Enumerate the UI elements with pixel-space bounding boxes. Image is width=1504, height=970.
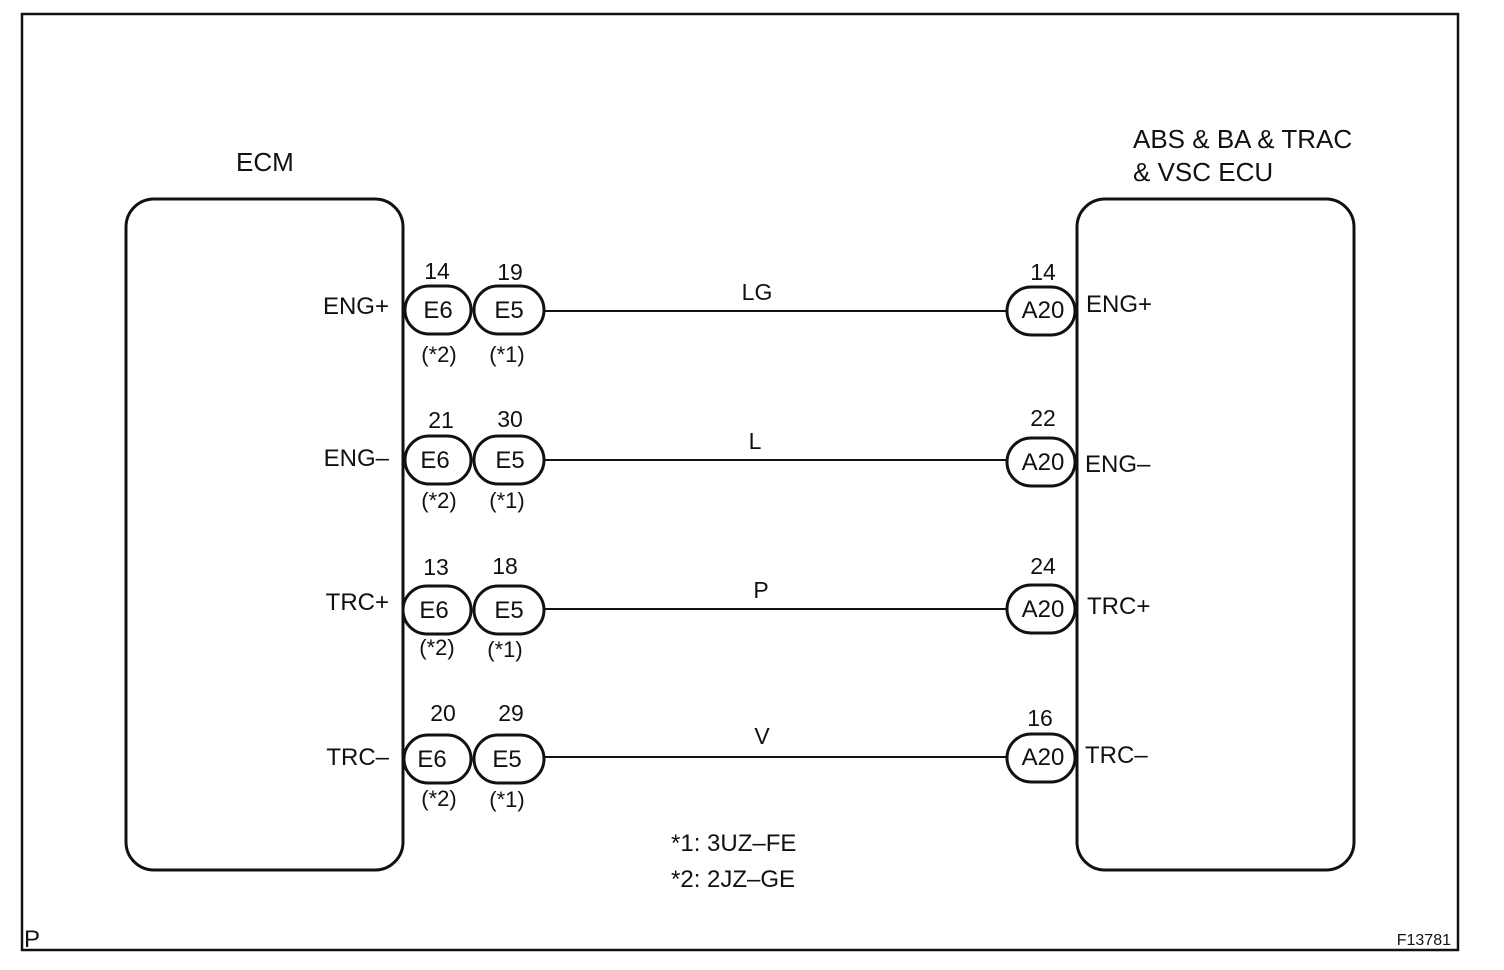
diagram-frame xyxy=(20,12,1460,952)
connector-e5-label: E5 xyxy=(495,447,524,474)
e6-engine-note: (*2) xyxy=(421,786,456,811)
e6-engine-note: (*2) xyxy=(421,342,456,367)
abs-ecu-title-line2: & VSC ECU xyxy=(1133,157,1273,187)
a20-pin-number: 14 xyxy=(1030,259,1056,285)
connector-a20 xyxy=(1005,732,1077,784)
circuit-row-eng-plus: LG ENG+ 14 19 E6 E5 (*2) (*1) 14 A20 ENG… xyxy=(323,258,1152,367)
e5-engine-note: (*1) xyxy=(489,787,524,812)
connector-a20 xyxy=(1005,285,1077,337)
ecm-box xyxy=(124,197,405,872)
abs-signal-label: ENG– xyxy=(1085,451,1151,478)
connector-e5 xyxy=(472,584,546,636)
circuit-row-trc-minus: V TRC– 20 29 E6 E5 (*2) (*1) 16 A20 TRC– xyxy=(326,700,1148,812)
a20-pin-number: 24 xyxy=(1030,553,1056,579)
ecm-signal-label: ENG– xyxy=(324,445,390,472)
abs-signal-label: TRC– xyxy=(1085,742,1148,769)
e6-pin-number: 14 xyxy=(424,258,450,284)
connector-e6 xyxy=(403,284,473,336)
circuit-row-eng-minus: L ENG– 21 30 E6 E5 (*2) (*1) 22 A20 ENG– xyxy=(324,405,1151,513)
abs-ecu-title-line1: ABS & BA & TRAC xyxy=(1133,124,1352,154)
abs-signal-label: ENG+ xyxy=(1086,291,1152,318)
e5-engine-note: (*1) xyxy=(489,488,524,513)
circuit-row-trc-plus: P TRC+ 13 18 E6 E5 (*2) (*1) 24 A20 TRC+ xyxy=(326,553,1151,662)
e5-pin-number: 19 xyxy=(497,259,523,285)
abs-ecu-box xyxy=(1075,197,1356,872)
e5-pin-number: 30 xyxy=(497,406,523,432)
figure-id: F13781 xyxy=(1397,932,1451,949)
ecm-signal-label: TRC+ xyxy=(326,589,389,616)
e6-pin-number: 21 xyxy=(428,407,454,433)
connector-a20-label: A20 xyxy=(1022,449,1065,476)
wire-color-label: L xyxy=(749,428,762,454)
connector-e5 xyxy=(472,733,546,785)
ecm-title: ECM xyxy=(236,147,294,177)
a20-pin-number: 16 xyxy=(1027,705,1053,731)
connector-e6-label: E6 xyxy=(423,297,452,324)
e5-engine-note: (*1) xyxy=(487,637,522,662)
e6-engine-note: (*2) xyxy=(419,635,454,660)
e6-engine-note: (*2) xyxy=(421,488,456,513)
connector-e6 xyxy=(401,584,473,636)
connector-e6 xyxy=(402,733,473,785)
connector-e6 xyxy=(403,434,473,486)
wire-color-label: V xyxy=(754,723,770,749)
connector-a20-label: A20 xyxy=(1022,744,1065,771)
connector-e5-label: E5 xyxy=(492,746,521,773)
connector-e6-label: E6 xyxy=(420,447,449,474)
connector-e5-label: E5 xyxy=(494,297,523,324)
e5-pin-number: 29 xyxy=(498,700,524,726)
corner-mark: P xyxy=(24,926,40,953)
e6-pin-number: 13 xyxy=(423,554,449,580)
ecm-signal-label: ENG+ xyxy=(323,293,389,320)
connector-a20-label: A20 xyxy=(1022,297,1065,324)
ecm-signal-label: TRC– xyxy=(326,744,389,771)
connector-e5-label: E5 xyxy=(494,597,523,624)
connector-e5 xyxy=(472,284,546,336)
e5-pin-number: 18 xyxy=(492,553,518,579)
wire-color-label: P xyxy=(753,577,768,603)
connector-e5 xyxy=(472,434,546,486)
wire-color-label: LG xyxy=(742,279,773,305)
connector-e6-label: E6 xyxy=(419,597,448,624)
legend-note-2: *2: 2JZ–GE xyxy=(671,866,795,893)
legend-note-1: *1: 3UZ–FE xyxy=(671,830,796,857)
e6-pin-number: 20 xyxy=(430,700,456,726)
connector-e6-label: E6 xyxy=(417,746,446,773)
abs-signal-label: TRC+ xyxy=(1087,593,1150,620)
a20-pin-number: 22 xyxy=(1030,405,1056,431)
connector-a20 xyxy=(1005,436,1077,488)
connector-a20-label: A20 xyxy=(1022,596,1065,623)
connector-a20 xyxy=(1005,583,1077,635)
e5-engine-note: (*1) xyxy=(489,342,524,367)
